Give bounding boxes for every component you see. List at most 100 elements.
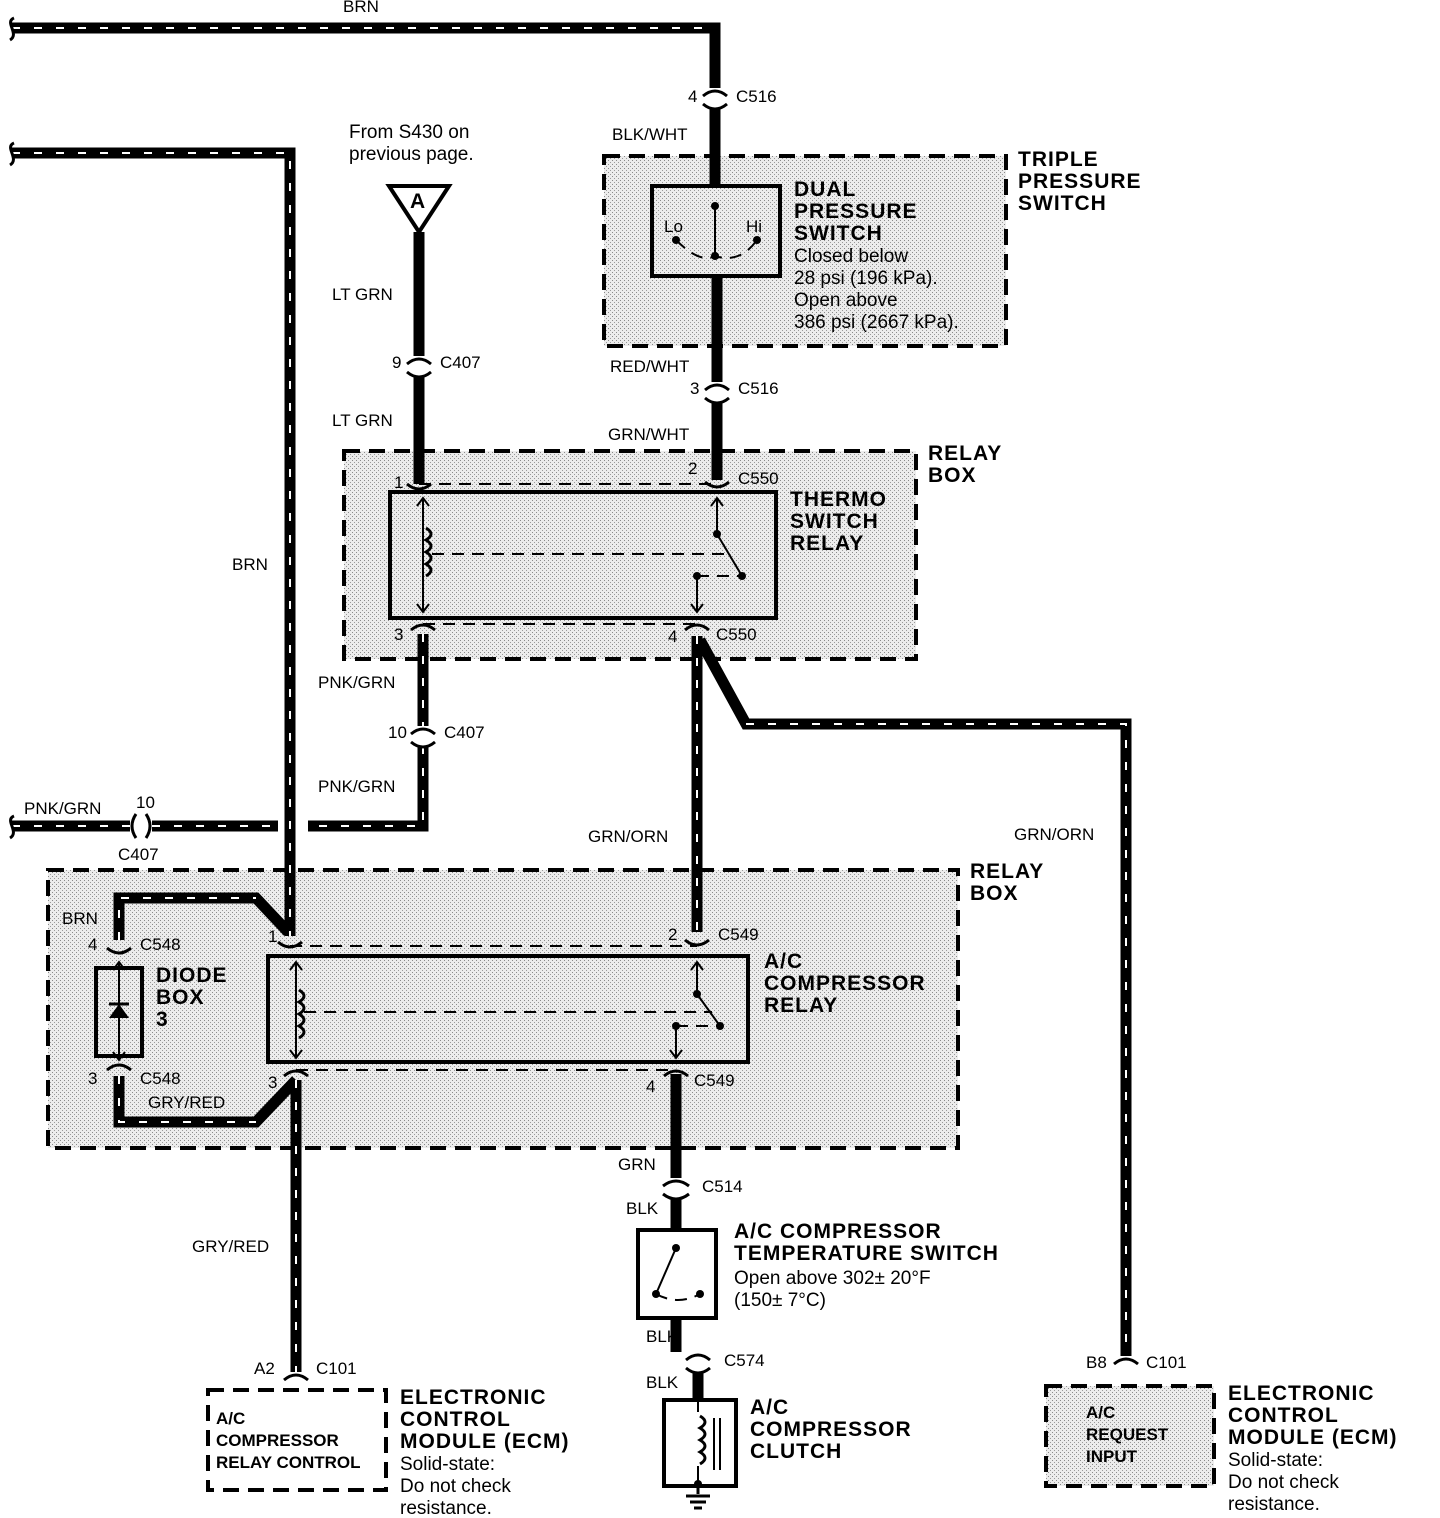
from-note-line-2: previous page.	[349, 144, 474, 165]
dps-hi-label: Hi	[746, 217, 762, 236]
label-red-wht: RED/WHT	[610, 357, 689, 376]
clutch-title-1: A/C	[750, 1396, 789, 1419]
wires	[12, 22, 1132, 1400]
c516-top-name: C516	[736, 87, 777, 106]
dps-desc-4: 386 psi (2667 kPa).	[794, 312, 959, 333]
label-brn-diode: BRN	[62, 909, 98, 928]
wire-brn-top	[12, 22, 721, 88]
c549-top-name: C549	[718, 925, 759, 944]
ecm-right-box	[1044, 1384, 1216, 1488]
connector-labels: 4 C516 3 C516 9 C407 10 C407 10 C407 2 C…	[88, 87, 1187, 1378]
c548-top-pin: 4	[88, 935, 97, 954]
from-note-line-1: From S430 on	[349, 122, 469, 143]
c548-bot-name: C548	[140, 1069, 181, 1088]
label-brn-left: BRN	[232, 555, 268, 574]
clutch-title-2: COMPRESSOR	[750, 1418, 912, 1441]
c407-top-pin: 9	[392, 353, 401, 372]
c101-left-name: C101	[316, 1359, 357, 1378]
dps-desc-1: Closed below	[794, 246, 908, 267]
ecm-right-title-1: ELECTRONIC	[1228, 1382, 1375, 1405]
c514-name: C514	[702, 1177, 743, 1196]
temperature-switch	[636, 1228, 718, 1320]
ecm-right-title-3: MODULE (ECM)	[1228, 1426, 1397, 1449]
diode-title-1: DIODE	[156, 964, 228, 987]
thermo-switch-relay	[388, 483, 778, 625]
wire-brn-left	[12, 147, 296, 936]
relay-pin3: 3	[268, 1073, 277, 1092]
dps-title-1: DUAL	[794, 178, 856, 201]
label-pnk-grn-1: PNK/GRN	[318, 673, 395, 692]
ac-relay-title-1: A/C	[764, 950, 803, 973]
c407-top-name: C407	[440, 353, 481, 372]
compressor-clutch	[662, 1398, 738, 1488]
label-blk-2: BLK	[646, 1327, 679, 1346]
ecm-left-desc-2: Do not check	[400, 1476, 511, 1497]
ecm-left-inner-2: COMPRESSOR	[216, 1431, 339, 1450]
ac-relay-title-2: COMPRESSOR	[764, 972, 926, 995]
ecm-left-box	[206, 1388, 388, 1492]
c407-mid-pin: 10	[388, 723, 407, 742]
ecm-left-title-3: MODULE (ECM)	[400, 1430, 569, 1453]
c549-bot-name: C549	[694, 1071, 735, 1090]
c548-bot-pin: 3	[88, 1069, 97, 1088]
thermo-title-2: SWITCH	[790, 510, 879, 533]
c550-bot-pin: 4	[668, 627, 677, 646]
label-pnk-grn-3: PNK/GRN	[24, 799, 101, 818]
c549-top-pin: 2	[668, 925, 677, 944]
c407-left-pin: 10	[136, 793, 155, 812]
ac-relay-title-3: RELAY	[764, 994, 838, 1017]
diode-title-2: BOX	[156, 986, 205, 1009]
c548-top-name: C548	[140, 935, 181, 954]
dps-desc-2: 28 psi (196 kPa).	[794, 268, 938, 289]
diode-box	[94, 960, 144, 1062]
label-blk-wht: BLK/WHT	[612, 125, 688, 144]
ecm-right-title-2: CONTROL	[1228, 1404, 1339, 1427]
ecm-right-desc-3: resistance.	[1228, 1494, 1320, 1515]
ecm-right-desc-2: Do not check	[1228, 1472, 1339, 1493]
c550-pin3: 3	[394, 625, 403, 644]
connector-marks	[106, 89, 1139, 1382]
relay-box-lower	[46, 868, 960, 1150]
label-grn-orn-2: GRN/ORN	[1014, 825, 1094, 844]
wire-labels: BRN BLK/WHT RED/WHT GRN/WHT LT GRN LT GR…	[24, 0, 1094, 1392]
temp-switch-title-1: A/C COMPRESSOR	[734, 1220, 942, 1243]
c550-top-pin: 2	[688, 459, 697, 478]
c407-left-name: C407	[118, 845, 159, 864]
clutch-title-3: CLUTCH	[750, 1440, 842, 1463]
ecm-left-desc-1: Solid-state:	[400, 1454, 495, 1475]
c574-name: C574	[724, 1351, 765, 1370]
reference-triangle: A	[385, 184, 453, 236]
label-gry-red-bottom: GRY/RED	[192, 1237, 269, 1256]
wire-break-marks	[8, 16, 15, 840]
c550-top-name: C550	[738, 469, 779, 488]
c101-right-pin: B8	[1086, 1353, 1107, 1372]
label-lt-grn-1: LT GRN	[332, 285, 393, 304]
thermo-title-3: RELAY	[790, 532, 864, 555]
label-grn-orn-1: GRN/ORN	[588, 827, 668, 846]
label-blk-1: BLK	[626, 1199, 659, 1218]
label-lt-grn-2: LT GRN	[332, 411, 393, 430]
c550-bot-name: C550	[716, 625, 757, 644]
label-pnk-grn-2: PNK/GRN	[318, 777, 395, 796]
c550-pin1: 1	[394, 473, 403, 492]
dps-title-2: PRESSURE	[794, 200, 918, 223]
c101-right-name: C101	[1146, 1353, 1187, 1372]
c516-top-pin: 4	[688, 87, 697, 106]
label-grn-wht: GRN/WHT	[608, 425, 689, 444]
label-blk-3: BLK	[646, 1373, 679, 1392]
ecm-left-inner-1: A/C	[216, 1409, 245, 1428]
c101-left-pin: A2	[254, 1359, 275, 1378]
thermo-title-1: THERMO	[790, 488, 887, 511]
c407-mid-name: C407	[444, 723, 485, 742]
dps-lo-label: Lo	[664, 217, 683, 236]
temp-switch-title-2: TEMPERATURE SWITCH	[734, 1242, 999, 1265]
dps-title-3: SWITCH	[794, 222, 883, 245]
reference-letter: A	[410, 190, 426, 213]
relay-pin1: 1	[268, 927, 277, 946]
ecm-left-title-1: ELECTRONIC	[400, 1386, 547, 1409]
ecm-left-inner-3: RELAY CONTROL	[216, 1453, 361, 1472]
ground-icon	[686, 1486, 710, 1510]
triple-pressure-title-2: PRESSURE	[1018, 170, 1142, 193]
ecm-right-inner-3: INPUT	[1086, 1447, 1138, 1466]
